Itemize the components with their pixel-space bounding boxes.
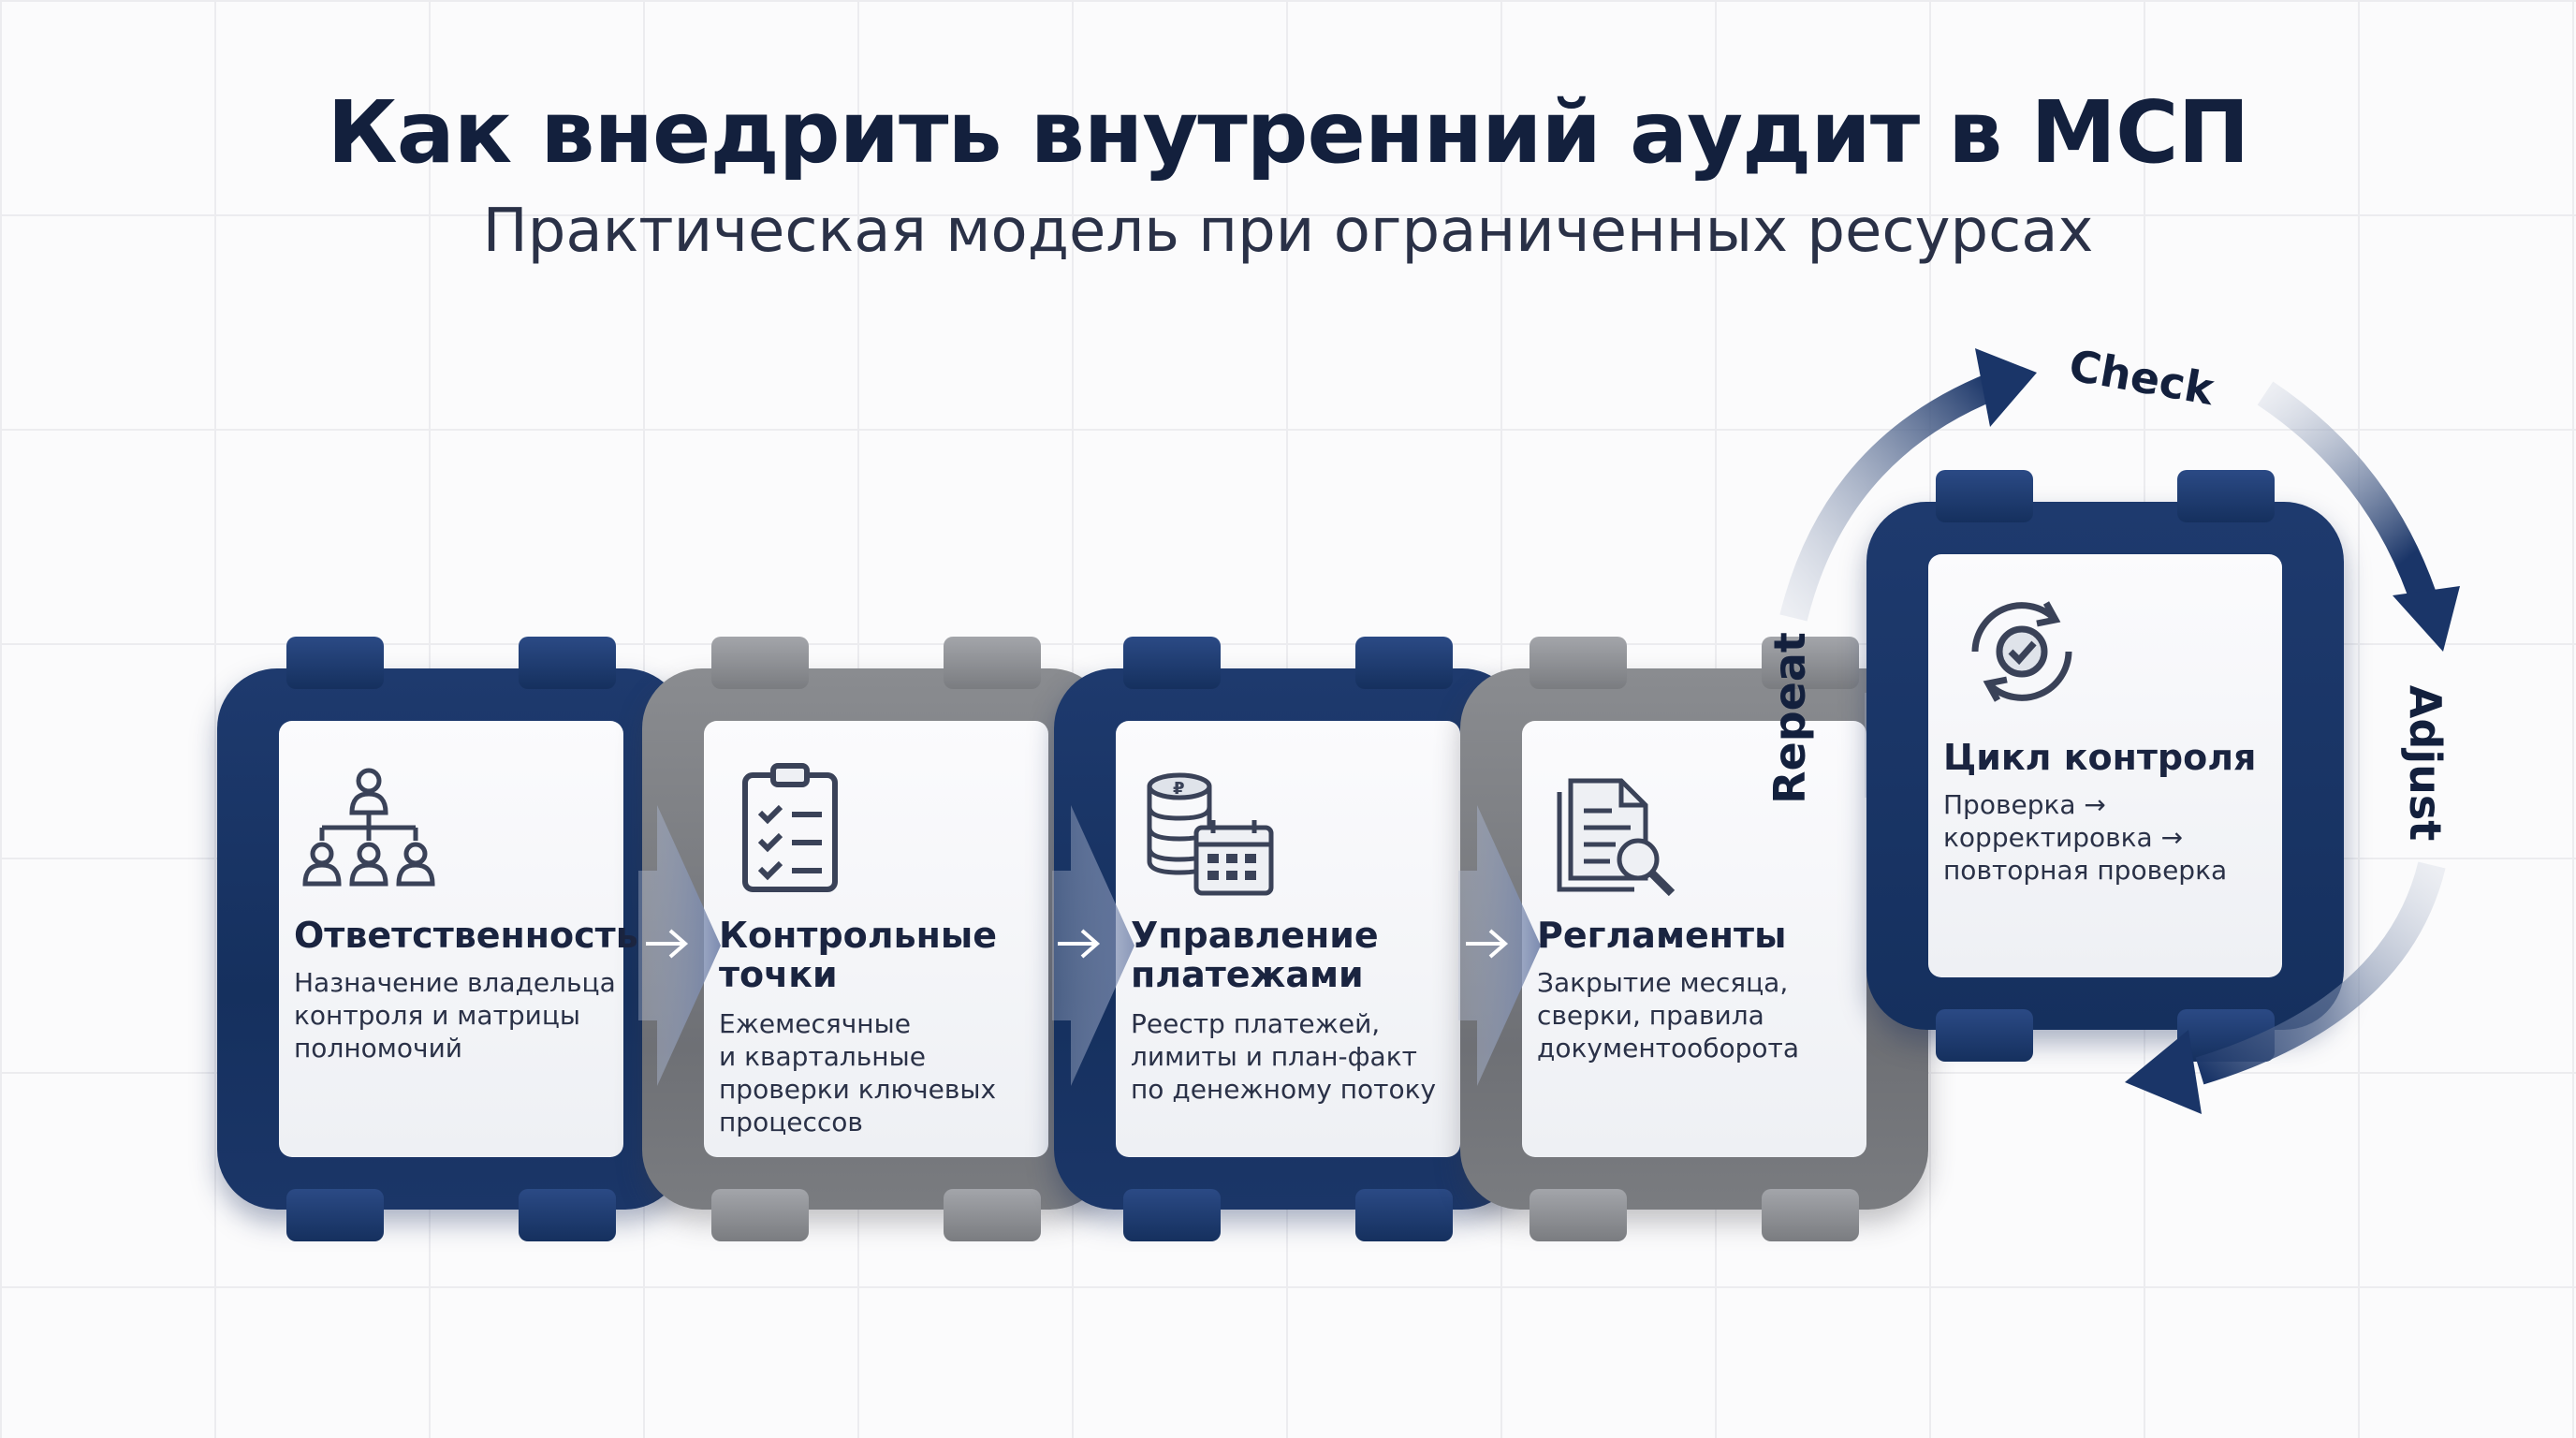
ring-arrow-check bbox=[1779, 348, 2037, 622]
cycle-description: Проверка →корректировка →повторная прове… bbox=[1943, 789, 2228, 886]
arrow-3-to-4 bbox=[1458, 805, 1541, 1086]
ring-arrow-adjust bbox=[2257, 381, 2460, 652]
refresh-check-icon bbox=[1971, 601, 2072, 702]
cycle-label-adjust: Adjust bbox=[2400, 684, 2452, 842]
stage-title: Регламенты bbox=[1537, 915, 1787, 956]
documents-magnifier-icon bbox=[1557, 778, 1676, 897]
arrow-1-to-2 bbox=[638, 805, 721, 1086]
stage-title: Ответственность bbox=[294, 915, 638, 956]
page-title: Как внедрить внутренний аудит в МСП bbox=[327, 82, 2250, 183]
cycle-label-repeat: Repeat bbox=[1764, 632, 1815, 804]
stage-card-regulations: Регламенты Закрытие месяца,сверки, прави… bbox=[1460, 637, 1928, 1241]
svg-text:₽: ₽ bbox=[1173, 779, 1185, 799]
page-subtitle: Практическая модель при ограниченных рес… bbox=[482, 197, 2094, 266]
cycle-title: Цикл контроля bbox=[1943, 737, 2257, 778]
clipboard-checklist-icon bbox=[742, 763, 838, 892]
ring-arrow-repeat bbox=[2125, 861, 2446, 1114]
cycle-card: Цикл контроля Проверка →корректировка →п… bbox=[1866, 470, 2344, 1062]
coins-calendar-icon: ₽ bbox=[1147, 772, 1274, 896]
org-chart-icon bbox=[302, 768, 435, 887]
arrow-2-to-3 bbox=[1052, 805, 1134, 1086]
